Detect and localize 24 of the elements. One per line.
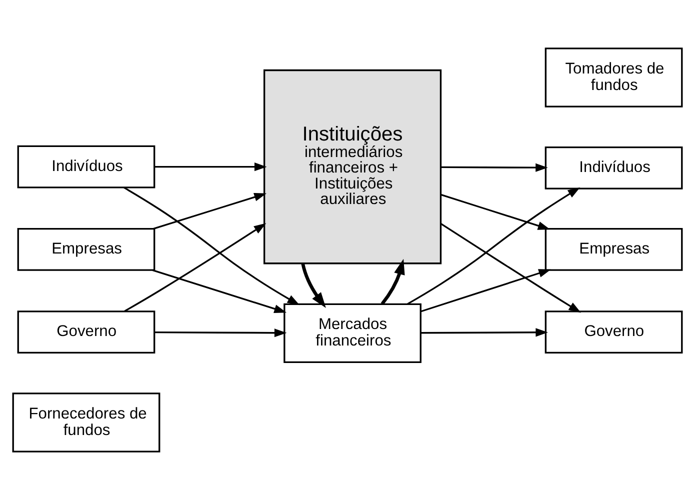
arrow <box>153 192 267 230</box>
arrow <box>154 328 287 338</box>
arrow <box>440 163 548 172</box>
node-box: Governo <box>544 310 683 354</box>
arrow <box>124 186 300 306</box>
arrow <box>420 269 551 312</box>
node-box: Empresas <box>17 228 156 271</box>
node-box: Tomadores de fundos <box>544 48 683 108</box>
node-box: Fornecedores de fundos <box>12 392 160 452</box>
node-box: Governo <box>17 310 156 354</box>
node-box: Empresas <box>544 228 683 271</box>
arrow <box>407 187 580 305</box>
arrow <box>440 194 550 230</box>
arrow <box>154 162 267 172</box>
arrow <box>380 258 405 305</box>
arrow <box>152 269 287 313</box>
arrow <box>301 263 326 308</box>
node-box: Mercados financeiros <box>284 303 422 364</box>
node-box: Indivíduos <box>17 145 156 188</box>
node-box: Indivíduos <box>544 146 683 190</box>
arrow <box>420 328 548 337</box>
node-box: Instituições intermediários financeiros + Instituições auxiliares <box>263 69 442 264</box>
arrow <box>124 223 266 312</box>
arrow <box>440 222 582 313</box>
